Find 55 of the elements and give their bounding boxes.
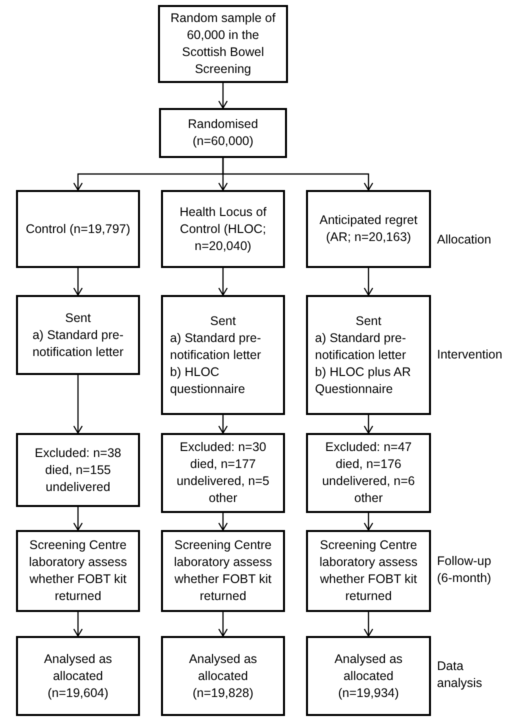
box-text: Excluded: n=38 died, n=155 undelivered [34, 444, 122, 496]
arrow [364, 268, 374, 296]
process-box [16, 433, 140, 507]
process-box [161, 295, 285, 415]
box-text: Sent [209, 312, 237, 330]
arrow [73, 612, 83, 637]
stage-label: Data analysis [437, 658, 484, 692]
box-text: Randomised (n=60,000) [186, 116, 260, 150]
arrow [73, 507, 83, 531]
box-text: Excluded: n=47 died, n=176 undelivered, n=6 other [321, 439, 416, 507]
box-text: Sent [354, 312, 382, 330]
stage-label: Allocation [437, 232, 492, 248]
box-text: Screening Centre laboratory assess whether FOBT kit returned [28, 537, 128, 605]
arrow [218, 415, 228, 434]
process-box [16, 295, 140, 375]
box-text: Analysed as allocated (n=19,934) [333, 650, 404, 702]
arrow [364, 415, 374, 434]
arrow [218, 83, 228, 109]
box-text: Analysed as allocated (n=19,604) [42, 650, 114, 702]
arrow [218, 612, 228, 637]
box-text: Random sample of 60,000 in the Scottish Bowel Screening [170, 10, 276, 78]
process-box [161, 433, 285, 513]
arrow [73, 268, 83, 296]
process-box [306, 433, 431, 513]
stage-label: Intervention [437, 346, 504, 364]
process-box [161, 530, 285, 612]
box-text: Screening Centre laboratory assess whether FOBT kit returned [318, 537, 418, 605]
process-box [306, 636, 431, 716]
box-text: Control (n=19,797) [24, 220, 132, 238]
box-text: Health Locus of Control (HLOC; n=20,040) [178, 204, 268, 254]
arrow [364, 612, 374, 637]
arrow [364, 513, 374, 531]
box-text: Screening Centre laboratory assess whether FOBT kit returned [173, 537, 273, 605]
process-box [16, 636, 140, 716]
process-box [306, 530, 431, 612]
arrow [73, 375, 83, 434]
arrow [218, 268, 228, 296]
process-box [161, 636, 285, 716]
process-box [159, 108, 287, 158]
process-box [158, 5, 288, 83]
box-text: Excluded: n=30 died, n=177 undelivered, n=5 other [176, 439, 270, 507]
process-box [161, 190, 285, 268]
box-text: Sent [64, 310, 92, 326]
stage-label: Follow-up (6-month) [437, 553, 492, 587]
box-text: Anticipated regret (AR; n=20,163) [318, 212, 418, 246]
arrow [222, 158, 374, 191]
box-text: Analysed as allocated (n=19,828) [188, 650, 258, 702]
box-text: b) HLOC questionnaire [170, 364, 246, 398]
process-box [306, 190, 431, 268]
process-box [306, 295, 431, 415]
process-box [16, 530, 140, 612]
arrow [218, 513, 228, 531]
box-text: a) Standard pre-notification letter [31, 326, 125, 360]
box-text: b) HLOC plus AR Questionnaire [315, 364, 412, 398]
process-box [16, 190, 140, 268]
